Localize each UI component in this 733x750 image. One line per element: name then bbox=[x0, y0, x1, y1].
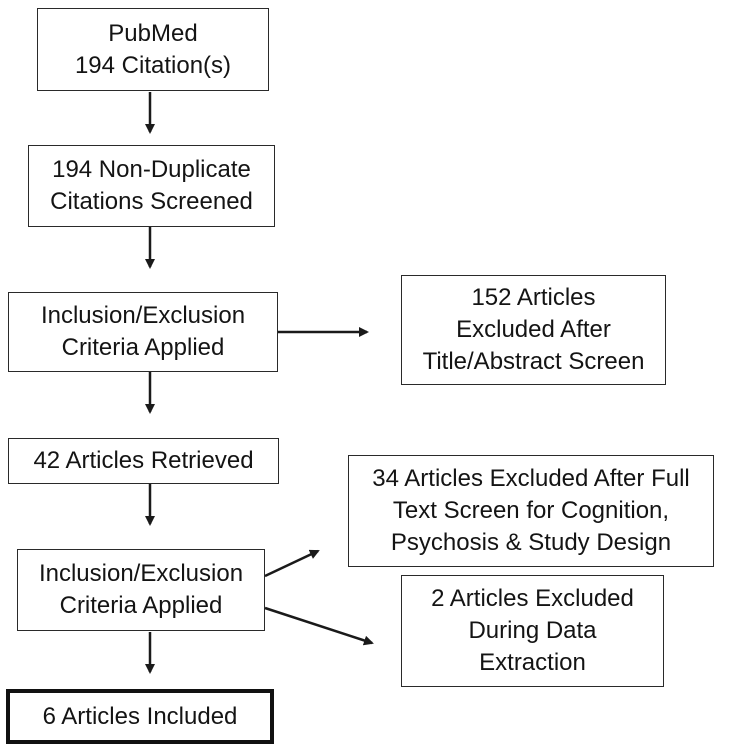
articles-retrieved-box: 42 Articles Retrieved bbox=[8, 438, 279, 484]
excluded-title-line-2: Excluded After bbox=[456, 316, 611, 343]
included-label: 6 Articles Included bbox=[42, 702, 238, 730]
criteria-2-line-1: Inclusion/Exclusion bbox=[38, 560, 244, 587]
excluded-extraction-line-3: Extraction bbox=[479, 649, 586, 676]
retrieved-label: 42 Articles Retrieved bbox=[33, 447, 254, 474]
arrow-criteria-to-excluded-extraction bbox=[264, 606, 374, 646]
excluded-title-abstract-box: 152 Articles Excluded After Title/Abstra… bbox=[401, 275, 666, 385]
excluded-extraction-line-2: During Data bbox=[468, 617, 597, 644]
excluded-data-extraction-box: 2 Articles Excluded During Data Extracti… bbox=[401, 575, 664, 687]
criteria-2-line-2: Criteria Applied bbox=[59, 592, 223, 619]
criteria-1-line-2: Criteria Applied bbox=[61, 334, 225, 361]
pubmed-source-label: PubMed bbox=[108, 19, 198, 47]
excluded-title-line-1: 152 Articles bbox=[471, 284, 596, 311]
non-duplicate-line-2: Citations Screened bbox=[50, 188, 253, 215]
articles-included-box: 6 Articles Included bbox=[6, 689, 274, 744]
non-duplicate-screened-box: 194 Non-Duplicate Citations Screened bbox=[28, 145, 275, 227]
arrow-criteria-to-excluded-full-text bbox=[264, 549, 320, 578]
criteria-applied-box-1: Inclusion/Exclusion Criteria Applied bbox=[8, 292, 278, 372]
pubmed-citation-count: 194 Citation(s) bbox=[74, 51, 232, 79]
excluded-extraction-line-1: 2 Articles Excluded bbox=[431, 585, 634, 612]
criteria-1-line-1: Inclusion/Exclusion bbox=[40, 302, 246, 329]
excluded-full-text-line-3: Psychosis & Study Design bbox=[390, 529, 672, 556]
non-duplicate-line-1: 194 Non-Duplicate bbox=[52, 156, 251, 183]
excluded-title-line-3: Title/Abstract Screen bbox=[422, 348, 645, 375]
excluded-full-text-line-1: 34 Articles Excluded After Full bbox=[372, 465, 690, 492]
excluded-full-text-box: 34 Articles Excluded After Full Text Scr… bbox=[348, 455, 714, 567]
excluded-full-text-line-2: Text Screen for Cognition, bbox=[392, 497, 670, 524]
criteria-applied-box-2: Inclusion/Exclusion Criteria Applied bbox=[17, 549, 265, 631]
pubmed-citations-box: PubMed 194 Citation(s) bbox=[37, 8, 269, 91]
